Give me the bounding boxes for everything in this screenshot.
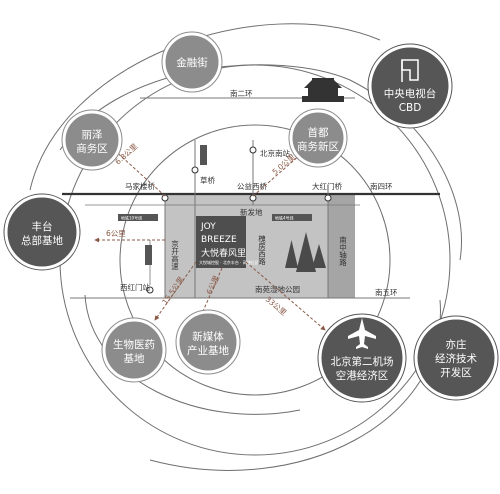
yizhuang-label-2: 经济技术	[435, 352, 477, 365]
label-dahongmen: 大红门桥	[312, 181, 342, 191]
inner-arc-bottom	[84, 294, 301, 415]
cctv-tower-icon	[401, 59, 419, 82]
jinrongjie-label: 金融街	[176, 56, 208, 69]
node-yizhuang: 亦庄 经济技术 开发区	[413, 315, 499, 401]
node-cctv: 中央电视台 CBD	[367, 43, 453, 129]
label-ring5: 南五环	[375, 287, 398, 297]
tree-icon	[285, 232, 326, 272]
stations	[146, 146, 332, 294]
label-ring4: 南四环	[370, 181, 393, 191]
lize-label-2: 商务区	[76, 142, 108, 155]
node-airport: 北京第二机场 空港经济区	[317, 313, 407, 403]
label-gongyixi: 公益西桥	[237, 181, 267, 191]
project-sub: 大悦城控股 · 北京丰台 · 高端社区	[199, 259, 259, 265]
metro-tag-4	[200, 145, 207, 165]
node-lize: 丽泽 商务区	[61, 109, 123, 171]
arrow-newmedia	[199, 267, 223, 319]
middle-arc	[59, 64, 462, 261]
station-gongyixi	[249, 194, 257, 202]
shoudu-label-1: 首都	[308, 126, 329, 139]
label-huaiqu: 槐房西路	[257, 234, 266, 265]
station-dahongmen	[324, 194, 332, 202]
newmedia-label-2: 产业基地	[187, 344, 229, 357]
node-jinrongjie: 金融街	[161, 31, 223, 93]
node-newmedia: 新媒体 产业基地	[175, 309, 241, 375]
yizhuang-label-3: 开发区	[440, 366, 472, 379]
shoudu-label-2: 商务新区	[297, 140, 339, 153]
dist-fengtai: 6公里	[106, 229, 126, 238]
lize-label-1: 丽泽	[82, 129, 103, 141]
project-line2: BREEZE	[201, 235, 237, 245]
tiananmen-icon	[302, 78, 344, 102]
label-ring2: 南二环	[230, 88, 253, 98]
arrow-bio	[154, 261, 197, 321]
station-bjsouth	[249, 146, 257, 154]
zone-east	[328, 194, 355, 298]
arrow-shoudu	[252, 154, 301, 197]
fengtai-label-2: 总部基地	[21, 234, 63, 247]
node-bio: 生物医药 基地	[101, 317, 167, 383]
label-caoqiao: 草桥	[200, 175, 215, 185]
node-shoudu: 首都 商务新区	[288, 108, 348, 168]
arrow-airport	[245, 261, 326, 331]
node-fengtai: 丰台 总部基地	[3, 193, 81, 271]
project-box-bg	[196, 216, 246, 268]
label-xihongmen: 西红门站	[120, 282, 150, 292]
metro-tags: 地铁10号线 地铁4号线	[118, 145, 312, 265]
metro-tag-1-text: 地铁10号线	[121, 215, 142, 221]
cctv-label-2: CBD	[399, 102, 422, 114]
fengtai-label-1: 丰台	[32, 220, 53, 233]
bio-label-2: 基地	[124, 352, 145, 365]
newmedia-label-1: 新媒体	[192, 330, 224, 343]
airport-label-1: 北京第二机场	[331, 355, 394, 368]
zone-main	[165, 194, 328, 298]
project-line1: JOY	[200, 222, 216, 232]
station-majialou	[161, 194, 169, 202]
label-xinfadi: 新发地	[240, 207, 263, 217]
airplane-icon	[348, 318, 376, 349]
yizhuang-label-1: 亦庄	[446, 338, 467, 351]
ring-circle-inner	[119, 124, 391, 396]
label-jingkai: 京开高速	[170, 239, 179, 271]
cctv-label-1: 中央电视台	[384, 87, 437, 100]
label-nanzhong: 南中轴路	[338, 235, 347, 266]
station-caoqiao	[191, 166, 199, 174]
distance-arrows	[94, 147, 326, 331]
airport-label-2: 空港经济区	[336, 369, 389, 382]
metro-tag-1	[118, 214, 158, 221]
arrow-lize	[111, 147, 166, 197]
station-xihongmen	[146, 286, 154, 294]
metro-tag-3	[145, 245, 152, 265]
bio-label-1: 生物医药	[113, 338, 155, 351]
label-majialou: 马家楼桥	[125, 181, 155, 191]
label-bjsouth: 北京南站	[260, 148, 290, 158]
metro-tag-2	[272, 214, 312, 221]
project-box: JOY BREEZE 大悦春风里 大悦城控股 · 北京丰台 · 高端社区	[196, 216, 259, 268]
metro-tag-2-text: 地铁4号线	[275, 215, 294, 221]
project-cn: 大悦春风里	[201, 247, 246, 259]
